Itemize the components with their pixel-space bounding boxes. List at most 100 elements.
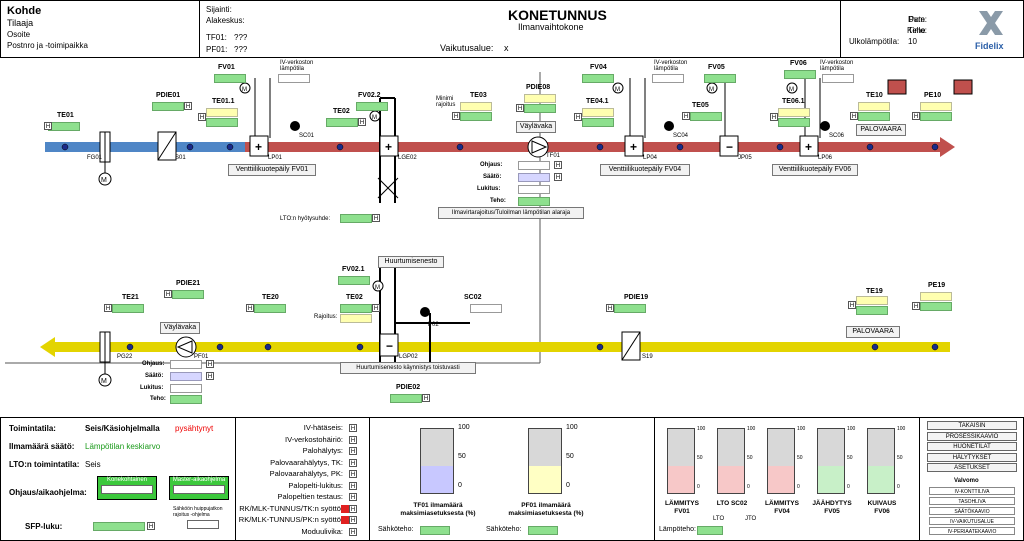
h-button[interactable]: H [349,527,357,536]
menu-item[interactable]: PROSESSIKAAVIO [927,431,1017,441]
alarm-row: Palohälytys:H [236,446,369,456]
h-button[interactable]: H [850,112,858,120]
h-button[interactable]: H [198,113,206,121]
label-lp04: LP04 [643,155,658,161]
h-button[interactable]: H [554,161,562,169]
venttiili-fv06-button[interactable]: Venttiilikuotepäily FV06 [772,164,858,176]
svg-text:M: M [375,285,380,291]
h-button[interactable]: H [164,290,172,298]
palovaara-button-1[interactable]: PALOVAARA [856,124,906,136]
status-panel: Toimintatila: Seis/Käsiohjelmalla pysäht… [0,417,236,541]
h-button[interactable]: H [206,372,214,380]
huurtuminen-toistuvasti-button[interactable]: Huurtumisenesto käynnistys toistuvasti [340,362,476,374]
valve-actuator-icon [372,280,384,292]
toimintatila-value-2: pysähtynyt [175,424,214,433]
label-pdie08: PDIE08 [526,84,551,91]
h-button[interactable]: H [912,112,920,120]
venttiili-fv04-button[interactable]: Venttiilikuotepäily FV04 [600,164,690,176]
h-button[interactable]: H [770,113,778,121]
tilaaja: Tilaaja [7,18,34,28]
ilmavirta-button[interactable]: Ilmavirtarajoitus/Tuloilman lämpötilan a… [438,207,584,219]
fan-bar [528,428,562,494]
value-te10 [858,102,890,111]
h-button[interactable]: H [358,118,366,126]
huurtuminen-button[interactable]: Huurtumisenesto [378,256,444,268]
supply-duct-warm [245,142,940,152]
valve-bar [817,428,845,494]
svg-text:+: + [805,140,812,154]
label-iv-verkosto3: IV-verkoston lämpötila [820,60,854,72]
h-button[interactable]: H [349,481,357,490]
valve-name: LÄMMITYS FV01 [665,500,699,515]
h-button[interactable]: H [349,504,357,513]
label-pe10: PE10 [924,92,942,99]
h-button[interactable]: H [349,458,357,467]
ohjaus-label: Ohjaus/aikaohjelma: [9,488,87,497]
h-button[interactable]: H [516,104,524,112]
menu-item[interactable]: ASETUKSET [927,463,1017,472]
h-button[interactable]: H [349,516,357,524]
valve-name: KUIVAUS FV06 [867,500,897,515]
vaylavaka-button-2[interactable]: Väylävaka [160,322,200,334]
venttiili-fv01-button[interactable]: Venttiilikuotepäily FV01 [228,164,316,176]
vaylavaka-button[interactable]: Väylävaka [516,121,556,133]
label-lp06: LP06 [818,155,833,161]
valve-bar [667,428,695,494]
value-iv-verkosto1 [278,74,310,83]
h-button[interactable]: H [372,304,380,312]
h-button[interactable]: H [147,522,155,530]
h-button[interactable]: H [554,173,562,181]
h-button[interactable]: H [104,304,112,312]
h-button[interactable]: H [606,304,614,312]
h-button[interactable]: H [184,102,192,110]
h-button[interactable]: H [452,112,460,120]
svg-text:+: + [385,140,392,154]
fan-name: TF01 ilmamäärä maksimiasetuksesta (%) [400,502,476,517]
label-te02: TE02 [333,108,350,115]
label-iv-verkosto1: IV-verkoston lämpötila [280,60,314,72]
submenu-item[interactable]: IV-VAIKUTUSALUE [929,517,1015,525]
value-sc02 [470,304,502,313]
menu-item[interactable]: HUONETILAT [927,442,1017,451]
h-button[interactable]: H [372,214,380,222]
h-button[interactable]: H [848,301,856,309]
h-button[interactable]: H [349,424,357,432]
h-button[interactable]: H [349,447,357,455]
h-button[interactable]: H [44,122,52,130]
fan-tick-label: 0 [458,482,462,489]
menu-item[interactable]: HÄLYTYKSET [927,452,1017,462]
h-button[interactable]: H [574,113,582,121]
h-button[interactable]: H [682,112,690,120]
value-minimi [460,102,492,111]
valve-actuator-icon [612,82,624,94]
fan-bar [420,428,454,494]
valve-tick-label: 50 [847,455,853,461]
h-button[interactable]: H [349,470,357,478]
submenu-item[interactable]: IV-KONTTILIVA [929,487,1015,495]
h-button[interactable]: H [206,360,214,368]
submenu-item[interactable]: TASOHLIVA [929,497,1015,505]
label-fg01: FG01 [87,155,103,161]
h-button[interactable]: H [422,394,430,402]
alarm-row: IV-hätäseis:H [236,423,369,433]
menu-item[interactable]: TAKAISIN [927,421,1017,430]
value-fv06 [784,70,816,79]
valve-tick-label: 0 [847,484,850,490]
palovaara-button-2[interactable]: PALOVAARA [846,326,900,338]
label-ohjaus: Ohjaus: [480,162,503,168]
h-button[interactable]: H [912,302,920,310]
label-tf01: TF01 [546,153,561,159]
h-button[interactable]: H [349,435,357,444]
submenu-item[interactable]: SÄÄTÖKAAVIO [929,507,1015,515]
master-button[interactable]: Master-aikaohjelma [169,476,229,500]
submenu-item[interactable]: IV-PERIAATEKAAVIO [929,527,1015,535]
konekohtainen-button[interactable]: Konekohtainen [97,476,157,500]
h-button[interactable]: H [349,493,357,501]
label-jp05: JP05 [738,155,752,161]
fire-sensor-pe10-icon [953,79,973,95]
h-button[interactable]: H [246,304,254,312]
alarm-red-indicator [341,516,349,524]
value-te04-1 [582,108,614,117]
valve-tick-label: 0 [747,484,750,490]
